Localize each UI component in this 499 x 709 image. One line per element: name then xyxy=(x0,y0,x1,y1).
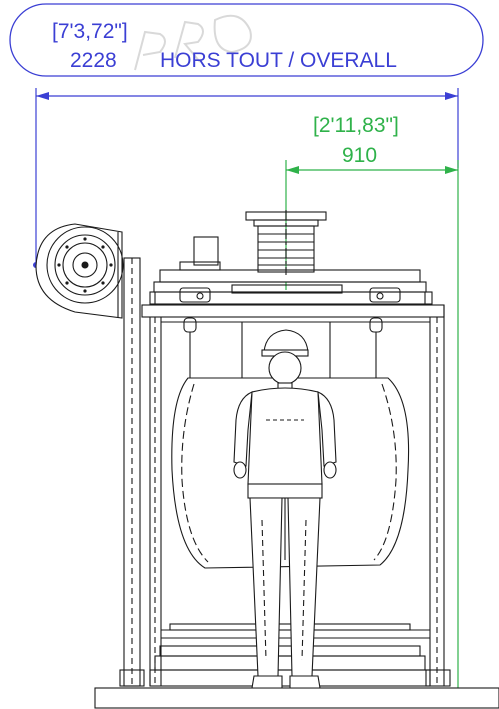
control-box xyxy=(179,236,221,271)
fan-bolts xyxy=(57,237,113,293)
center-dimension-imperial: [2'11,83"] xyxy=(313,114,399,137)
overall-dimension-label: HORS TOUT / OVERALL xyxy=(160,49,397,72)
machine xyxy=(35,210,499,709)
overall-dimension-bubble xyxy=(9,3,484,77)
watermark xyxy=(134,14,252,71)
hooks xyxy=(183,317,383,378)
top-platform xyxy=(149,269,433,305)
overall-dimension-arrow-right xyxy=(445,92,458,100)
inlet-bellows xyxy=(245,210,327,275)
operator-figure xyxy=(233,329,337,689)
overall-dimension: [7'3,72"] 2228 HORS TOUT / OVERALL xyxy=(9,3,484,268)
center-dimension-arrow-right xyxy=(445,166,458,174)
floor xyxy=(94,687,499,709)
overall-dimension-metric: 2228 xyxy=(70,49,117,72)
left-post xyxy=(119,257,145,687)
blower-fan xyxy=(35,223,124,319)
overall-dimension-arrow-left xyxy=(36,92,49,100)
center-dimension-arrow-left xyxy=(286,166,299,174)
center-dimension-metric: 910 xyxy=(342,144,377,167)
overall-dimension-imperial: [7'3,72"] xyxy=(52,20,128,43)
